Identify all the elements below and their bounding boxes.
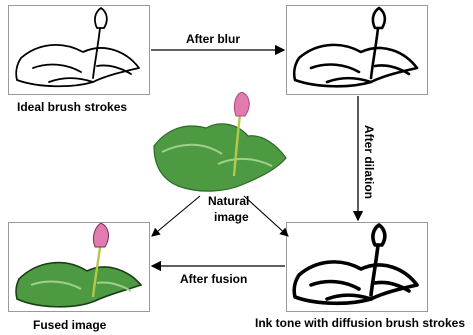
natural-to-fused-arrow [152, 196, 200, 236]
after-dilation-label: After dilation [362, 125, 376, 199]
after-fusion-label: After fusion [180, 272, 247, 286]
natural-to-inktone-arrow [244, 196, 288, 236]
after-blur-label: After blur [186, 32, 240, 46]
